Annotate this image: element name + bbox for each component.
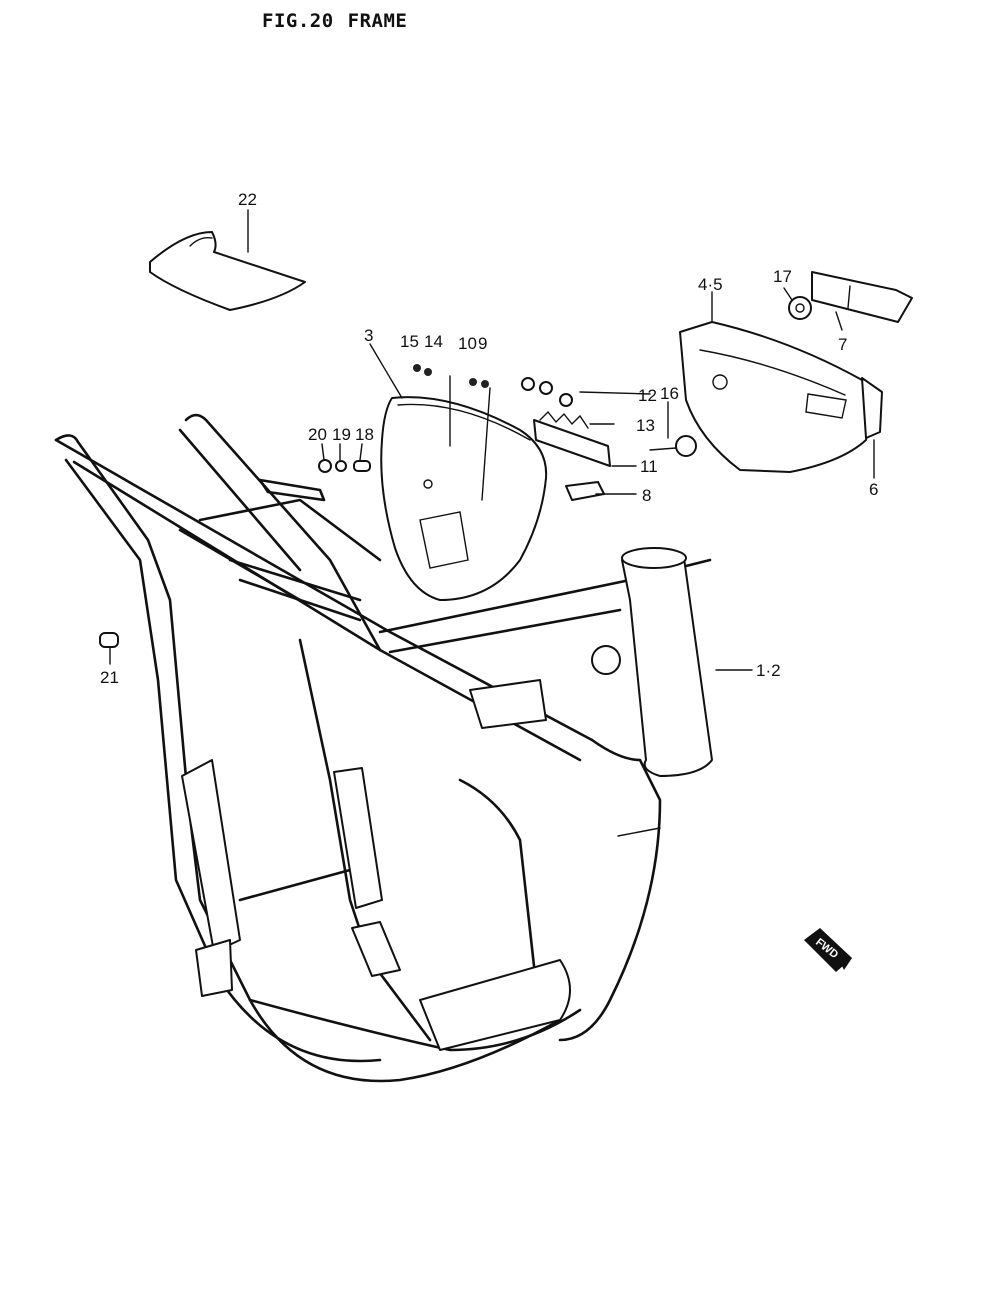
callout-3: 3 xyxy=(364,326,373,345)
callout-16: 16 xyxy=(660,384,679,403)
part-9-10-nuts xyxy=(469,378,489,388)
fwd-direction-arrow: FWD xyxy=(804,928,852,972)
callout-15: 15 xyxy=(400,332,419,351)
callout-18: 18 xyxy=(355,425,374,444)
part-11-bracket xyxy=(533,410,611,467)
part-22-cover xyxy=(149,231,306,311)
callout-8: 8 xyxy=(642,486,651,505)
part-18-19-20-hardware xyxy=(318,459,371,473)
part-16-grommet xyxy=(649,435,697,457)
callout-22: 22 xyxy=(238,190,257,209)
part-17-grommet xyxy=(788,296,812,320)
part-6-latch xyxy=(861,377,883,439)
figure-name: FRAME xyxy=(347,10,408,32)
callout-9: 9 xyxy=(478,334,487,353)
callout-6: 6 xyxy=(869,480,878,499)
part-14-15-nuts xyxy=(413,364,432,376)
callout-10: 10 xyxy=(458,334,477,353)
callout-14: 14 xyxy=(424,332,443,351)
part-7-emblem xyxy=(811,271,913,323)
part-1-2-frame xyxy=(54,413,713,1083)
callout-13: 13 xyxy=(636,416,655,435)
callout-17: 17 xyxy=(773,267,792,286)
part-4-5-side-cover xyxy=(679,321,872,473)
callout-12: 12 xyxy=(638,386,657,405)
figure-title: FIG.20 FRAME xyxy=(262,10,407,32)
callout-21: 21 xyxy=(100,668,119,687)
callout-7: 7 xyxy=(838,335,847,354)
leader-lines xyxy=(109,209,875,671)
part-21-bolt xyxy=(99,632,119,648)
callout-4-5: 4·5 xyxy=(698,275,723,294)
part-3-side-cover xyxy=(380,396,548,601)
callout-1-2: 1·2 xyxy=(756,661,781,680)
part-8-clip xyxy=(565,481,605,501)
callout-11: 11 xyxy=(640,457,658,476)
part-12-fasteners xyxy=(521,377,573,407)
callout-20: 20 xyxy=(308,425,327,444)
figure-number: FIG.20 xyxy=(262,10,334,32)
callout-19: 19 xyxy=(332,425,351,444)
